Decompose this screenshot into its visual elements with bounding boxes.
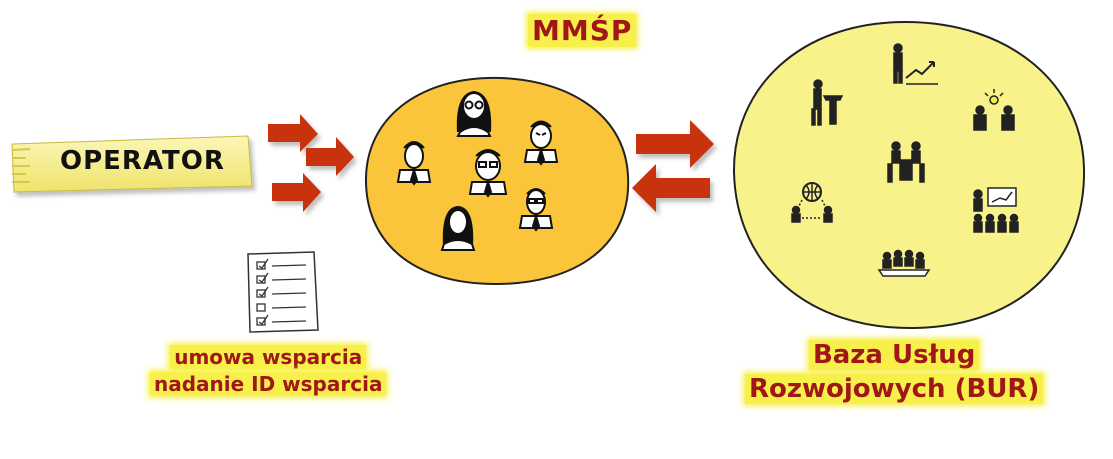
mmsp-title: MMŚP bbox=[528, 14, 637, 47]
arrow-icon bbox=[306, 137, 354, 176]
presentation-icon bbox=[973, 187, 1019, 233]
growth-chart-icon bbox=[893, 43, 938, 85]
man-icon bbox=[396, 141, 432, 186]
arrow-right-icon bbox=[636, 120, 714, 168]
support-caption: umowa wsparcia nadanie ID wsparcia bbox=[150, 344, 387, 398]
mmsp-circle bbox=[364, 76, 630, 286]
man-angry-icon bbox=[523, 120, 559, 166]
man-old-icon bbox=[518, 188, 554, 232]
meeting-table-icon bbox=[887, 141, 925, 183]
conference-icon bbox=[877, 249, 931, 277]
operator-label: OPERATOR bbox=[60, 146, 225, 176]
arrow-icon bbox=[268, 114, 318, 152]
woman-icon bbox=[440, 205, 476, 251]
checklist-document-icon bbox=[247, 251, 319, 333]
mmsp-bur-arrows bbox=[632, 120, 714, 212]
mmsp-title-text: MMŚP bbox=[528, 14, 637, 47]
global-network-icon bbox=[791, 182, 833, 223]
bur-services bbox=[791, 43, 1019, 277]
support-line-1: umowa wsparcia bbox=[170, 345, 367, 369]
operator-to-mmsp-arrows bbox=[268, 114, 354, 212]
woman-glasses-icon bbox=[456, 90, 492, 137]
idea-meeting-icon bbox=[973, 89, 1015, 131]
bur-line-2: Rozwojowych (BUR) bbox=[745, 374, 1044, 404]
bur-caption: Baza Usług Rozwojowych (BUR) bbox=[745, 338, 1044, 406]
man-glasses-icon bbox=[468, 149, 508, 198]
operator-banner bbox=[11, 135, 253, 193]
support-line-2: nadanie ID wsparcia bbox=[150, 372, 387, 396]
bur-line-1: Baza Usług bbox=[808, 340, 980, 370]
speaker-podium-icon bbox=[811, 79, 844, 126]
arrow-icon bbox=[272, 173, 321, 212]
arrow-left-icon bbox=[632, 164, 710, 212]
mmsp-people bbox=[396, 90, 559, 251]
